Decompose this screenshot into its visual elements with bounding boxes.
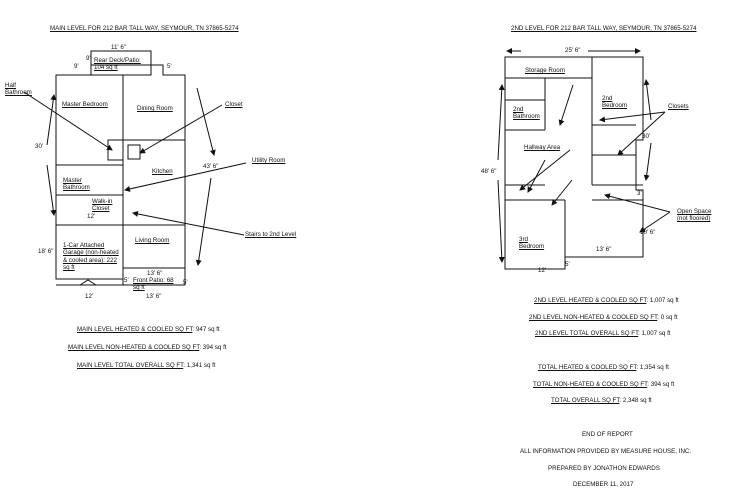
dim-bottom-13-6: 13' 6": [146, 293, 162, 300]
dim-rear-deck-width: 11' 6": [111, 44, 126, 51]
room-walkin-closet: Walk-in Closet: [92, 198, 113, 213]
summary-value: : 1,007 sq ft: [638, 330, 671, 337]
summary-value: : 1,007 sq ft: [646, 297, 679, 304]
main-summary-total: MAIN LEVEL TOTAL OVERALL SQ FT: 1,341 sq…: [77, 362, 216, 369]
summary-value: : 1,354 sq ft: [636, 364, 669, 371]
dim-left-48-6: 48' 6": [481, 168, 497, 175]
dim-left-18-6: 18' 6": [38, 248, 54, 255]
summary-value: : 1,341 sq ft: [183, 362, 216, 369]
callout-utility-room: Utility Room: [252, 157, 286, 164]
room-bed3: 3rd Bedroom: [519, 236, 545, 251]
summary-label: 2ND LEVEL NON-HEATED & COOLED SQ FT: [529, 314, 658, 321]
dim-inner-9: 9': [86, 55, 91, 62]
dim-right-3: 3': [637, 190, 642, 197]
room-garage: 1-Car Attached Garage (non-heated & cool…: [63, 242, 119, 272]
room-rear-deck: Rear Deck/Patio: 104 sq ft: [94, 57, 141, 72]
summary-label: TOTAL HEATED & COOLED SQ FT: [538, 364, 637, 371]
room-front-patio: Front Patio: 68 sq ft: [133, 277, 174, 292]
main-summary-non-heated: MAIN LEVEL NON-HEATED & COOLED SQ FT: 39…: [68, 344, 227, 351]
footer-prepared-by: PREPARED BY JONATHON EDWARDS: [548, 465, 660, 472]
room-storage: Storage Room: [525, 67, 565, 74]
callout-open-space: Open Space (not floored): [677, 208, 712, 223]
summary-value: : 394 sq ft: [647, 381, 675, 388]
main-level-title: MAIN LEVEL FOR 212 BAR TALL WAY, SEYMOUR…: [50, 25, 239, 32]
room-bed2: 2nd Bedroom: [602, 95, 628, 110]
room-dining-room: Dining Room: [137, 105, 173, 112]
main-level-callout-arrows: [23, 87, 247, 266]
dim-left-9: 9': [74, 63, 79, 70]
second-summary-heated: 2ND LEVEL HEATED & COOLED SQ FT: 1,007 s…: [534, 297, 679, 304]
dim-bottom-12-2nd: 12': [538, 267, 547, 274]
summary-value: : 947 sq ft: [192, 326, 220, 333]
dim-right-30: 30': [642, 133, 651, 140]
total-heated: TOTAL HEATED & COOLED SQ FT: 1,354 sq ft: [538, 364, 669, 371]
total-overall: TOTAL OVERALL SQ FT: 2,348 sq ft: [551, 397, 652, 404]
dim-bottom-13-6-2nd: 13' 6": [596, 246, 612, 253]
room-master-bedroom: Master Bedroom: [62, 101, 108, 108]
dim-front-5-right: 5': [183, 279, 188, 286]
room-master-bathroom: Master Bathroom: [63, 177, 90, 192]
room-living-room: Living Room: [135, 237, 170, 244]
dim-height-30: 30': [35, 143, 44, 150]
second-summary-non-heated: 2ND LEVEL NON-HEATED & COOLED SQ FT: 0 s…: [529, 314, 678, 321]
summary-label: 2ND LEVEL TOTAL OVERALL SQ FT: [535, 330, 639, 337]
summary-label: MAIN LEVEL HEATED & COOLED SQ FT: [77, 326, 193, 333]
summary-value: : 394 sq ft: [199, 344, 227, 351]
summary-label: TOTAL OVERALL SQ FT: [551, 397, 620, 404]
callout-closets: Closets: [668, 103, 689, 110]
second-level-title: 2ND LEVEL FOR 212 BAR TALL WAY, SEYMOUR,…: [511, 25, 697, 32]
main-summary-heated: MAIN LEVEL HEATED & COOLED SQ FT: 947 sq…: [77, 326, 220, 333]
dim-mid-12: 12': [87, 213, 96, 220]
dim-bottom-5: 5': [565, 261, 570, 268]
second-level-walls: [504, 56, 644, 270]
footer-end-of-report: END OF REPORT: [582, 431, 633, 438]
dim-right-43-6: 43' 6": [203, 163, 219, 170]
footer-provided-by: ALL INFORMATION PROVIDED BY MEASURE HOUS…: [520, 448, 692, 455]
summary-label: MAIN LEVEL TOTAL OVERALL SQ FT: [77, 362, 184, 369]
dim-right-10-6: 10' 6": [640, 229, 656, 236]
total-non-heated: TOTAL NON-HEATED & COOLED SQ FT: 394 sq …: [533, 381, 674, 388]
callout-half-bathroom: Half Bathroom: [5, 82, 32, 97]
room-kitchen: Kitchen: [152, 168, 173, 175]
summary-label: TOTAL NON-HEATED & COOLED SQ FT: [533, 381, 648, 388]
dim-front-5-left: 5': [124, 277, 129, 284]
summary-label: MAIN LEVEL NON-HEATED & COOLED SQ FT: [68, 344, 200, 351]
callout-closet: Closet: [225, 101, 243, 108]
room-bath2: 2nd Bathroom: [513, 106, 540, 121]
summary-value: : 2,348 sq ft: [619, 397, 652, 404]
second-summary-total: 2ND LEVEL TOTAL OVERALL SQ FT: 1,007 sq …: [535, 330, 671, 337]
dim-top-25-6: 25' 6": [565, 47, 581, 54]
room-hallway: Hallway Area: [524, 144, 561, 151]
dim-front-13-6-top: 13' 6": [147, 270, 163, 277]
summary-label: 2ND LEVEL HEATED & COOLED SQ FT: [534, 297, 647, 304]
dim-bottom-12: 12': [85, 293, 94, 300]
callout-stairs: Stairs to 2nd Level: [245, 231, 297, 238]
summary-value: : 0 sq ft: [657, 314, 678, 321]
dim-deck-5: 5': [167, 63, 172, 70]
footer-date: DECEMBER 11, 2017: [573, 481, 634, 488]
second-level-callout-arrows: [497, 48, 671, 263]
